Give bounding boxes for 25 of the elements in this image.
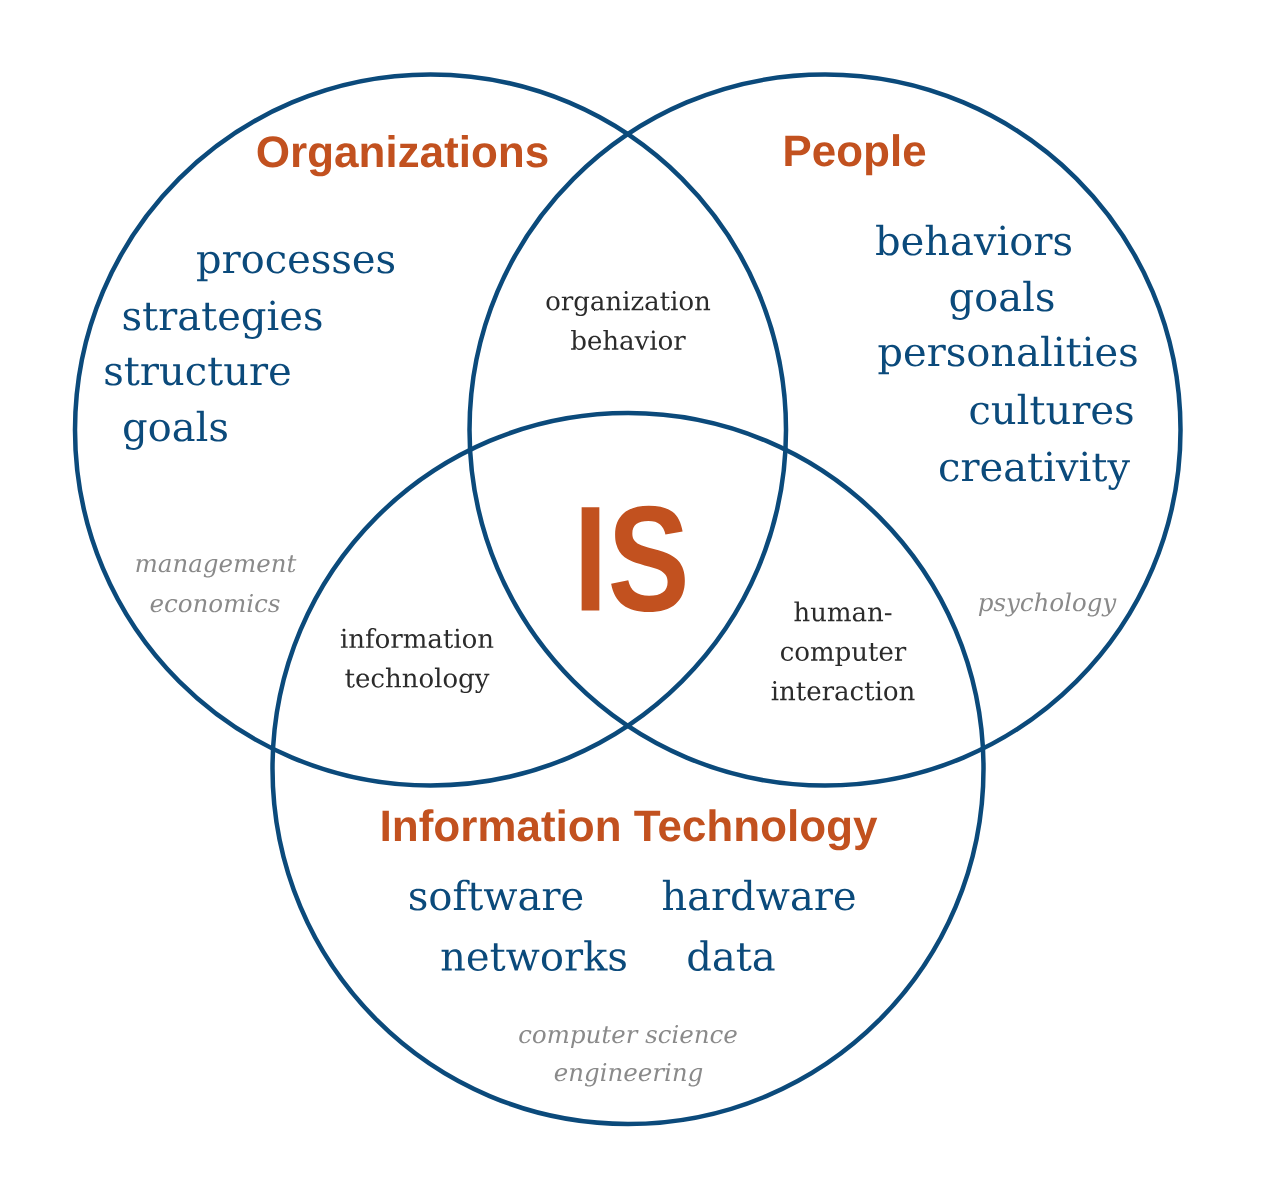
topic-term: software [410, 879, 583, 911]
topic-term: processes [197, 251, 394, 282]
topic-term: cultures [970, 393, 1133, 425]
topic-term: networks [441, 940, 626, 972]
topic-term: hardware [662, 879, 855, 911]
discipline-label: management [136, 555, 297, 578]
topic-term: data [688, 940, 775, 972]
discipline-label: economics [150, 594, 280, 613]
category-title: Information Technology [382, 809, 878, 851]
category-title: Organizations [257, 135, 548, 177]
topic-term: goals [950, 280, 1054, 320]
overlap-label: human-computer interaction [771, 601, 915, 701]
topic-term: structure [105, 357, 290, 386]
topic-term: goals [124, 410, 227, 450]
discipline-label: engineering [554, 1063, 703, 1087]
center-label: IS [581, 505, 685, 612]
overlap-label: information technology [340, 628, 494, 694]
topic-term: behaviors [876, 224, 1071, 256]
topic-term: strategies [123, 300, 322, 339]
category-title: People [785, 134, 926, 176]
overlap-label: organization behavior [546, 291, 711, 351]
topic-term: creativity [940, 451, 1130, 490]
discipline-label: computer science [519, 1025, 737, 1049]
topic-term: personalities [878, 335, 1137, 375]
discipline-label: psychology [978, 592, 1117, 617]
